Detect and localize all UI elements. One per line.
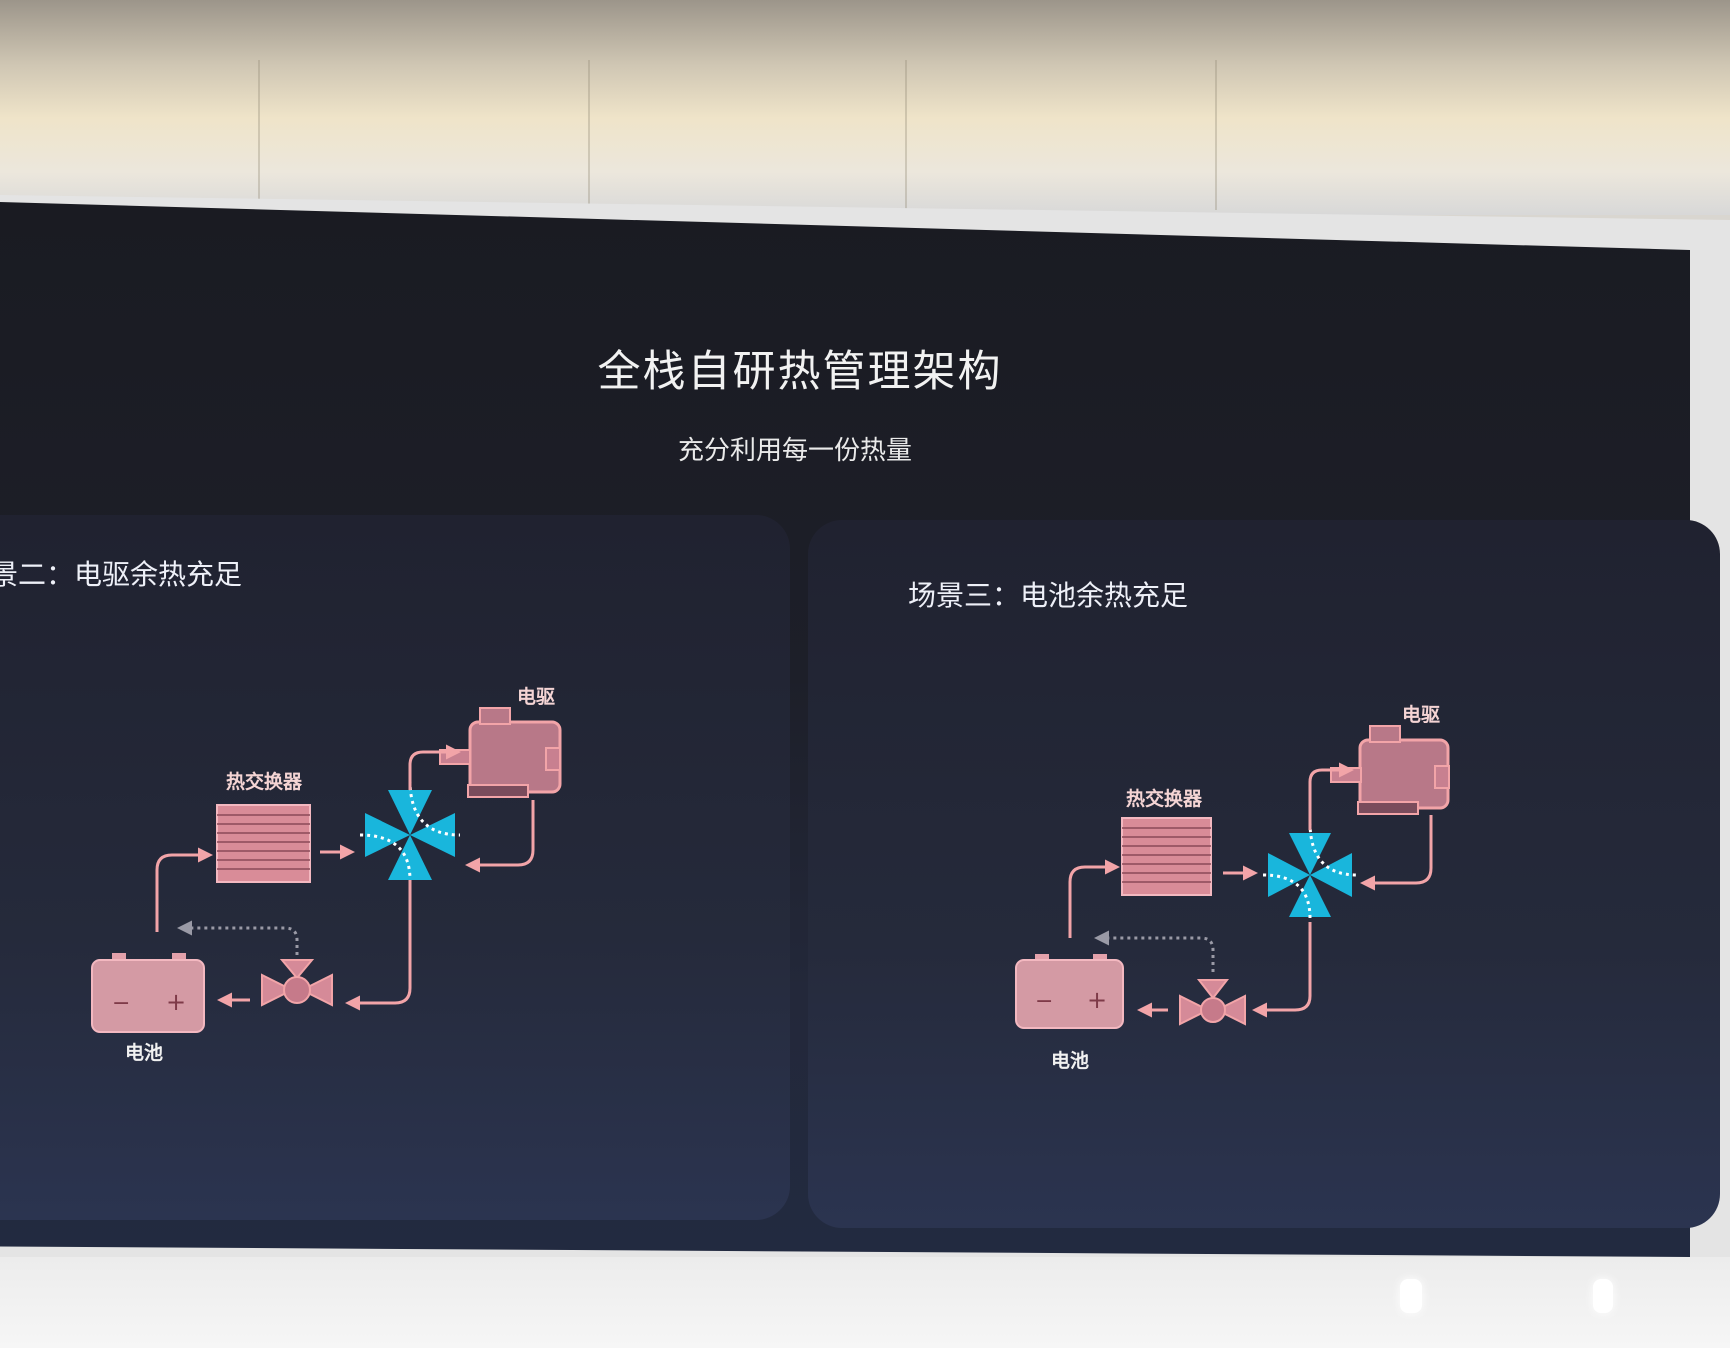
- battery-label-2: 电池: [125, 1042, 164, 1064]
- slide-subtitle: 充分利用每一份热量: [677, 436, 912, 466]
- motor-label-2: 电驱: [517, 686, 556, 708]
- ceiling-seam: [905, 60, 907, 210]
- four-way-valve-icon: [1262, 821, 1358, 919]
- ceiling-seam: [258, 60, 260, 210]
- pump-icon: [261, 959, 333, 1007]
- battery-icon: − +: [1015, 954, 1124, 1029]
- battery-label-3: 电池: [1051, 1050, 1090, 1072]
- motor-icon: [439, 707, 562, 798]
- ceiling-seam: [1215, 60, 1217, 210]
- heat-exchanger-icon: [1121, 817, 1212, 896]
- ceiling-seam: [588, 60, 590, 210]
- four-way-valve-icon: [359, 779, 461, 881]
- svg-text:+: +: [1087, 986, 1107, 1014]
- scene-3-diagram: − +: [1015, 725, 1450, 1029]
- exchanger-label-3: 热交换器: [1126, 788, 1203, 810]
- scene-title-3: 场景三：电池余热充足: [908, 579, 1189, 612]
- slide-title: 全栈自研热管理架构: [597, 347, 1003, 397]
- exchanger-label-2: 热交换器: [226, 771, 303, 793]
- pump-icon: [1179, 979, 1246, 1026]
- motor-label-3: 电驱: [1402, 704, 1441, 726]
- ceiling: [0, 0, 1730, 215]
- battery-icon: − +: [91, 953, 205, 1033]
- floor: [0, 1257, 1730, 1348]
- scene-title-2: 场景二：电驱余热充足: [0, 558, 243, 591]
- floor-light: [1400, 1279, 1422, 1313]
- floor-light: [1593, 1279, 1613, 1313]
- svg-text:−: −: [112, 991, 130, 1016]
- scene-2-diagram: − +: [91, 707, 562, 1033]
- svg-text:−: −: [1035, 989, 1053, 1014]
- heat-exchanger-icon: [216, 804, 311, 883]
- svg-text:+: +: [166, 988, 186, 1016]
